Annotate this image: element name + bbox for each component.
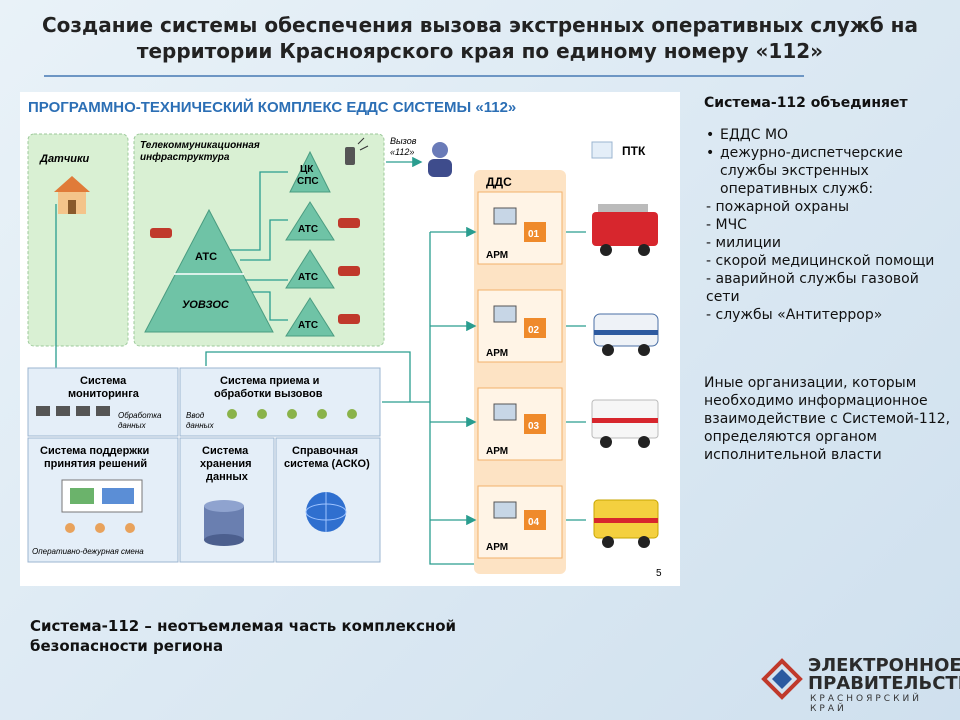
mobile-phone-icon [345,137,369,165]
ptk-legend-label: ПТК [622,144,646,158]
ptk-legend-swatch [591,141,613,159]
ambulance-icon [591,399,659,448]
diagram-header: ПРОГРАММНО-ТЕХНИЧЕСКИЙ КОМПЛЕКС ЕДДС СИС… [28,98,516,116]
telecom-label: Телекоммуникационная инфраструктура [140,140,262,163]
svg-text:АРМ: АРМ [486,542,508,553]
svg-text:02: 02 [528,325,540,336]
house-icon [54,176,90,214]
svg-text:АРМ: АРМ [486,446,508,457]
svg-text:АТС: АТС [298,224,318,235]
uovzos-label: УОВЗОС [182,299,230,311]
link-telecom-reception [205,351,411,402]
globe-icon [305,492,347,532]
shift-operators-icon [65,523,135,533]
diagram-svg: ПРОГРАММНО-ТЕХНИЧЕСКИЙ КОМПЛЕКС ЕДДС СИС… [27,98,662,579]
database-icon [204,500,244,546]
dds-zone [474,170,566,574]
footer-statement: Система-112 – неотъемлемая часть комплек… [30,617,457,655]
link-ats-1 [240,219,288,261]
fire-truck-icon [592,204,658,256]
shift-label: Оперативно-дежурная смена [32,547,144,556]
list-item: ЕДДС МО [706,126,954,144]
call112-label: Вызов«112» [390,136,417,157]
logo-line2: ПРАВИТЕЛЬСТВО [808,673,960,694]
service-list: ЕДДС МО дежурно-диспетчерские службы экс… [704,126,954,324]
right-heading: Система-112 объединяет [704,95,908,111]
operator-icon [227,409,357,419]
sensors-zone [27,133,129,347]
list-item: дежурно-диспетчерские службы экстренных … [706,144,954,198]
e-government-logo: ЭЛЕКТРОННОЕ ПРАВИТЕЛЬСТВО КРАСНОЯРСКИЙ К… [760,655,960,714]
svg-text:ЦК: ЦК [300,164,314,175]
cs-sps-node: ЦК СПС [289,150,331,193]
logo-line1: ЭЛЕКТРОННОЕ [808,655,960,676]
dashboard-icon [61,479,143,513]
logo-line3: КРАСНОЯРСКИЙ КРАЙ [810,694,922,714]
ats-node-2: АТС [285,249,335,289]
logo-mark-icon [761,658,803,700]
arm-unit-02: 02 АРМ [477,289,563,363]
svg-text:03: 03 [528,421,540,432]
list-item: - аварийной службы газовой сети [706,271,919,305]
page-number: 5 [656,568,662,579]
computer-icon [36,406,110,416]
reception-block [179,367,381,437]
monitoring-block [27,367,179,437]
list-item: - службы «Антитеррор» [706,307,883,323]
link-dds-bus [429,232,474,565]
svg-text:04: 04 [528,517,540,528]
system-diagram: ПРОГРАММНО-ТЕХНИЧЕСКИЙ КОМПЛЕКС ЕДДС СИС… [20,92,680,586]
phone-icon [150,218,360,324]
right-panel: Система-112 объединяет ЕДДС МО дежурно-д… [704,94,954,464]
slide-title: Создание системы обеспечения вызова экст… [42,13,918,63]
arm-unit-01: 01 АРМ [477,191,563,265]
gas-service-van-icon [593,499,659,548]
svg-text:СПС: СПС [297,176,319,187]
link-cs-sps [230,171,288,251]
svg-text:АРМ: АРМ [486,250,508,261]
list-item: - МЧС [706,217,747,233]
list-item: - пожарной охраны [706,199,850,215]
title-underline [44,75,804,77]
police-car-icon [593,313,659,356]
user-icon [428,142,452,177]
list-item: - скорой медицинской помощи [706,253,935,269]
arm-unit-03: 03 АРМ [477,387,563,461]
ats-main-label: АТС [195,251,217,263]
arm-unit-04: 04 АРМ [477,485,563,559]
svg-text:АТС: АТС [298,320,318,331]
ats-node-3: АТС [285,297,335,337]
dds-label: ДДС [486,175,512,189]
list-item: - милиции [706,235,781,251]
ats-node-1: АТС [285,201,335,241]
ats-pyramid [144,208,274,333]
svg-text:01: 01 [528,229,540,240]
svg-text:АРМ: АРМ [486,348,508,359]
other-organizations-text: Иные организации, которым необходимо инф… [704,375,951,463]
svg-text:АТС: АТС [298,272,318,283]
sensors-label: Датчики [39,153,90,165]
link-ats-3 [252,291,288,321]
